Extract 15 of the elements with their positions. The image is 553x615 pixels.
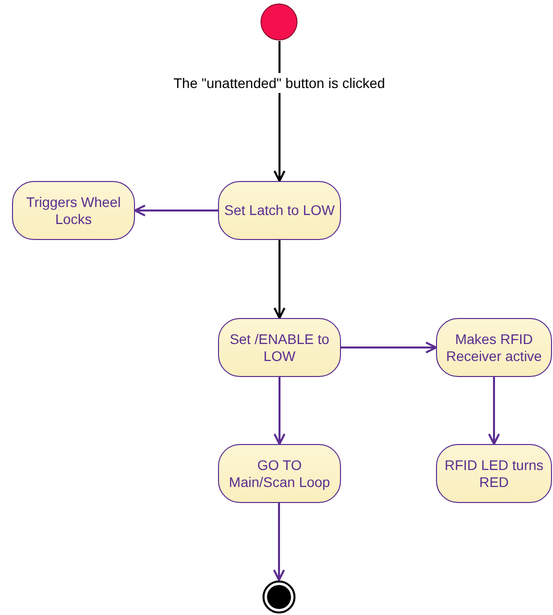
arrow	[134, 204, 218, 216]
arrow	[341, 342, 437, 354]
activity-box: Triggers Wheel Locks	[12, 181, 135, 240]
end-node	[262, 580, 296, 614]
start-node	[260, 3, 298, 41]
arrow	[274, 240, 286, 319]
activity-box: Set Latch to LOW	[218, 181, 341, 240]
activity-box: RFID LED turns RED	[436, 444, 552, 503]
arrow	[273, 503, 285, 581]
activity-box: Set /ENABLE to LOW	[218, 318, 341, 377]
arrow	[488, 377, 500, 445]
arrow	[274, 377, 286, 445]
activity-box: GO TO Main/Scan Loop	[218, 444, 341, 503]
activity-box: Makes RFID Receiver active	[436, 318, 552, 377]
edge-label: The "unattended" button is clicked	[172, 73, 388, 93]
